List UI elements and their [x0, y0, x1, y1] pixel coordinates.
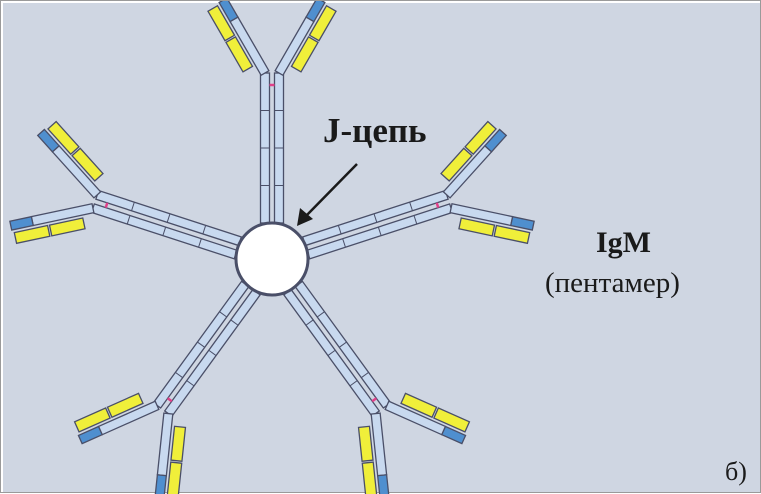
- disulfide-bond: [437, 203, 439, 208]
- disulfide-bond: [106, 203, 108, 208]
- igm-title: IgM: [596, 226, 651, 260]
- panel-letter: б): [725, 457, 747, 487]
- heavy-variable-domain: [378, 475, 389, 494]
- heavy-variable-domain: [155, 475, 166, 494]
- igm-subtitle: (пентамер): [545, 267, 680, 300]
- j-chain-circle: [236, 223, 308, 295]
- j-chain-label: J-цепь: [323, 111, 427, 151]
